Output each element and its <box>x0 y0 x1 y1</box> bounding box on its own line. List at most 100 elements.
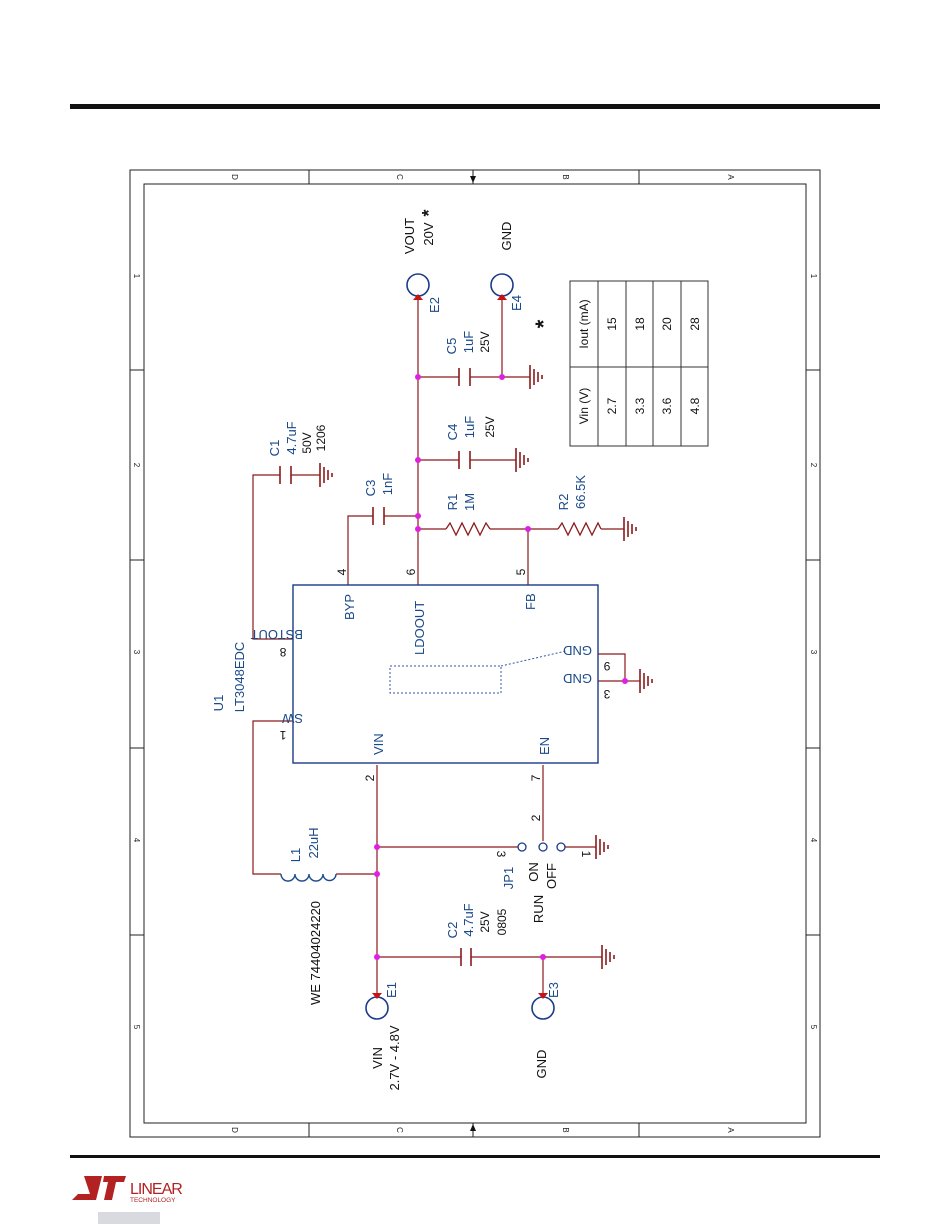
zone-number-left-2: 2 <box>132 463 141 468</box>
terminal-e1 <box>365 996 389 1020</box>
ground-c4 <box>515 447 529 473</box>
zone-letter-bottom-d: D <box>230 1127 239 1133</box>
ground-c2 <box>601 944 615 970</box>
jp1-off-label: OFF <box>544 863 559 889</box>
zone-letter-bottom-b: B <box>561 1127 570 1132</box>
r1-ref: R1 <box>445 494 460 511</box>
frame-center-arrow-bottom <box>470 1124 476 1131</box>
zone-number-right-4: 4 <box>809 838 818 843</box>
ic-part: LT3048EDC <box>232 642 247 713</box>
zone-letter-top-b: B <box>561 174 570 179</box>
jumper-jp1[interactable] <box>517 842 566 852</box>
c2-value: 4.7uF <box>461 903 476 936</box>
linear-technology-logo: LINEAR TECHNOLOGY <box>72 1176 183 1204</box>
c1-value: 4.7uF <box>284 421 299 454</box>
pin-name-ldoout: LDOOUT <box>412 601 427 655</box>
ground-c1 <box>319 462 333 488</box>
pin-name-gnd-3: GND <box>563 671 592 686</box>
zone-number-right-3: 3 <box>809 650 818 655</box>
gnd-e4-label: GND <box>499 222 514 251</box>
zone-number-right-1: 1 <box>809 274 818 279</box>
c1-package: 1206 <box>314 424 328 451</box>
c1-voltage: 50V <box>300 432 314 453</box>
c5-voltage: 25V <box>478 331 492 352</box>
resistors <box>445 521 602 537</box>
ground-c5 <box>529 364 543 390</box>
pin-num-bstout: 8 <box>279 645 286 659</box>
table-header-iout: Iout (mA) <box>577 299 591 348</box>
zone-number-left-1: 1 <box>132 274 141 279</box>
table-cell-r1-iout: 15 <box>605 317 619 331</box>
c3-ref: C3 <box>363 480 378 497</box>
pin-name-vin: VIN <box>371 733 386 755</box>
pin-name-fb: FB <box>523 593 538 610</box>
pin-name-sw: SW <box>281 711 303 726</box>
table-cell-r2-iout: 18 <box>633 317 647 331</box>
pin-num-sw: 1 <box>279 728 286 742</box>
zone-letter-top-a: A <box>726 174 735 180</box>
e4-ref: E4 <box>509 295 524 311</box>
zone-letter-bottom-c: C <box>395 1127 404 1133</box>
pin-num-fb: 5 <box>514 568 528 575</box>
table-cell-r1-vin: 2.7 <box>605 397 619 414</box>
e1-ref: E1 <box>384 982 399 998</box>
vin-label: VIN <box>370 1047 385 1069</box>
frame-center-arrow-top <box>470 176 476 183</box>
c2-voltage: 25V <box>478 911 492 932</box>
zone-number-left-4: 4 <box>132 838 141 843</box>
c2-package: 0805 <box>495 908 509 935</box>
pin-num-ldoout: 6 <box>404 568 418 575</box>
ic-u1-body <box>292 584 599 764</box>
logo-sub: TECHNOLOGY <box>130 1197 176 1204</box>
ground-symbols <box>319 364 653 970</box>
r1-value: 1M <box>462 493 477 511</box>
zone-number-left-5: 5 <box>132 1025 141 1030</box>
jp1-ref: JP1 <box>501 867 516 889</box>
zone-number-left-3: 3 <box>132 650 141 655</box>
jp1-pin3: 3 <box>494 851 508 858</box>
table-cell-r3-vin: 3.6 <box>660 397 674 414</box>
zone-labels: D C B A D C B A 1 2 3 4 5 1 2 3 4 5 <box>132 174 818 1133</box>
e2-ref: E2 <box>427 297 442 313</box>
pin-num-vin: 2 <box>363 774 377 781</box>
l1-value: 22uH <box>306 827 321 858</box>
c3-value: 1nF <box>380 473 395 495</box>
zone-letter-top-c: C <box>395 174 404 180</box>
c5-value: 1uF <box>461 331 476 353</box>
turret-terminals <box>365 273 555 1020</box>
c4-ref: C4 <box>445 424 460 441</box>
c1-ref: C1 <box>267 440 282 457</box>
l1-ref: L1 <box>288 848 303 862</box>
jp1-pin1: 1 <box>579 851 593 858</box>
table-cell-r4-vin: 4.8 <box>688 397 702 414</box>
terminal-e3 <box>531 996 555 1020</box>
ground-ic <box>639 668 653 694</box>
jp1-run-label: RUN <box>531 895 546 923</box>
ground-jp1 <box>595 834 609 860</box>
vout-sub: 20V <box>421 222 436 245</box>
table-cell-r3-iout: 20 <box>660 317 674 331</box>
zone-number-right-5: 5 <box>809 1025 818 1030</box>
capacitor-plates <box>279 368 472 966</box>
terminal-arrows <box>372 294 548 999</box>
vout-label: VOUT <box>402 218 417 254</box>
c2-ref: C2 <box>445 922 460 939</box>
terminal-e4 <box>490 273 514 297</box>
table-header-vin: Vin (V) <box>577 388 591 424</box>
resistor-r2 <box>557 521 602 537</box>
jp1-pin2: 2 <box>529 814 543 821</box>
r2-ref: R2 <box>556 494 571 511</box>
pin-num-en: 7 <box>529 774 543 781</box>
footer-rule <box>70 1155 880 1158</box>
resistor-r1 <box>445 521 491 537</box>
table-footnote-mark: * <box>531 319 556 328</box>
pin-name-en: EN <box>537 737 552 755</box>
l1-part: WE 74404024220 <box>308 901 323 1005</box>
ic-exposed-pad <box>389 665 502 694</box>
pin-name-byp: BYP <box>342 594 357 620</box>
vin-range: 2.7V - 4.8V <box>387 1025 402 1090</box>
pin-num-gnd-9: 9 <box>603 659 610 673</box>
c5-ref: C5 <box>444 338 459 355</box>
zone-letter-bottom-a: A <box>726 1127 735 1133</box>
